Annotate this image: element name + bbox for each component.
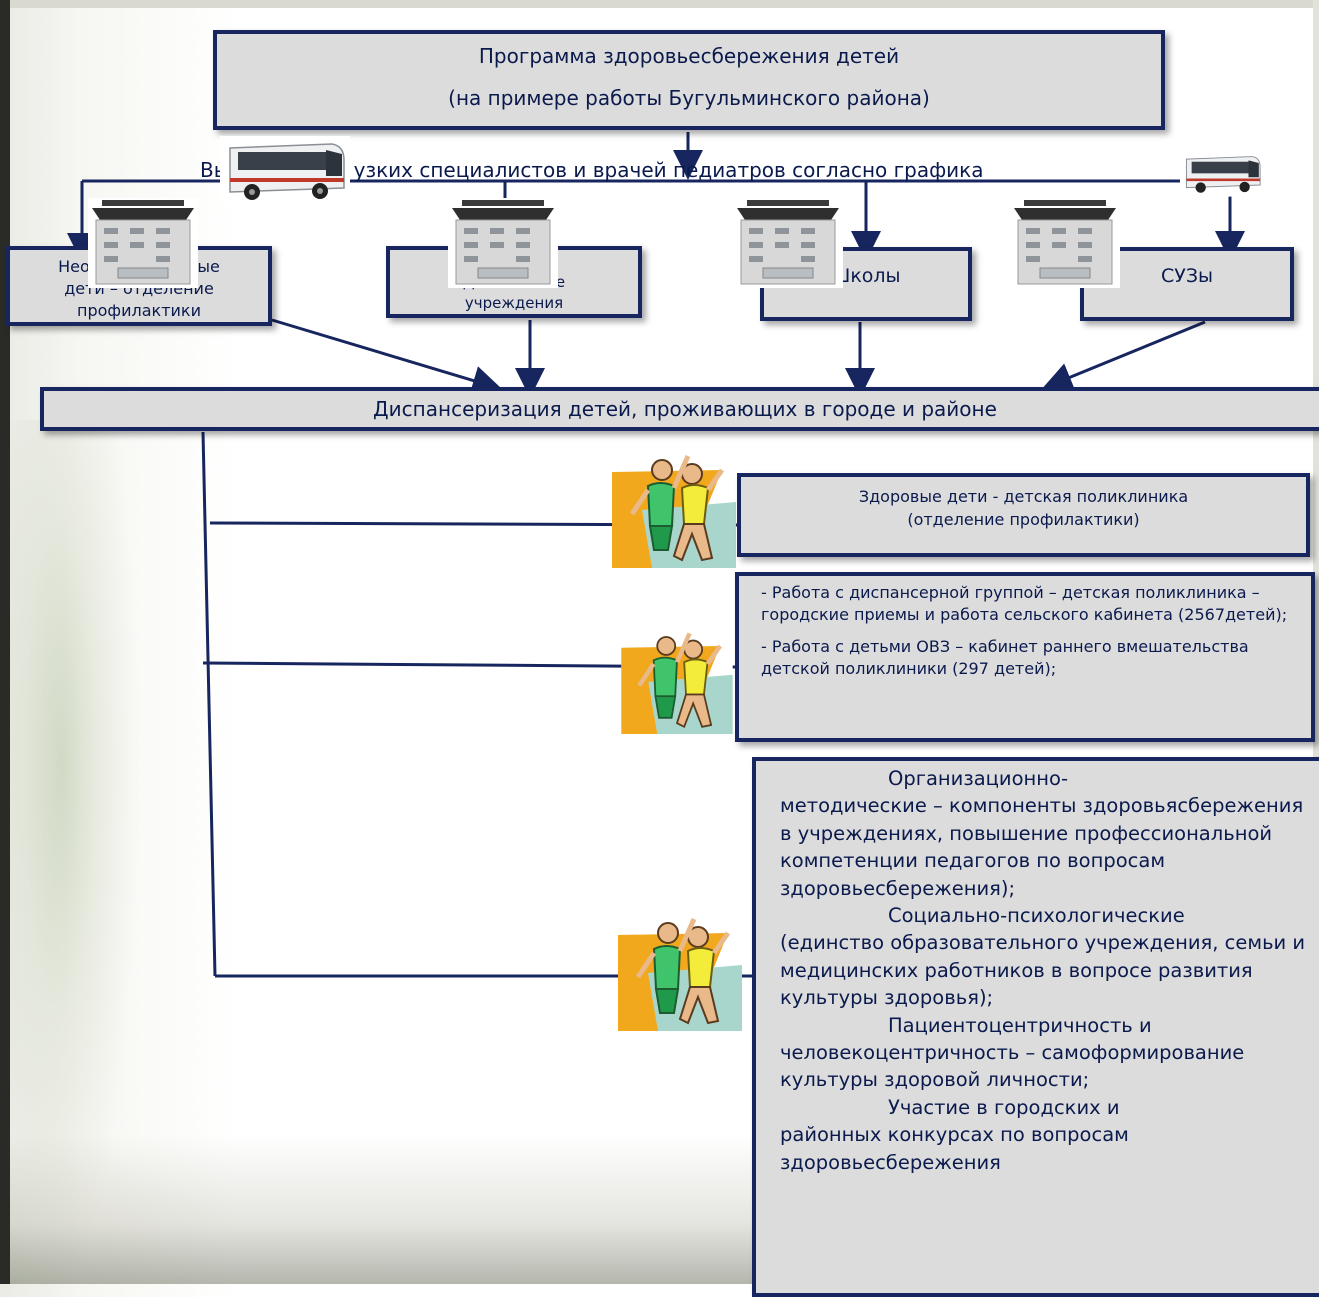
runners-icon: [621, 628, 733, 734]
component-4-head: Участие в городских и: [888, 1095, 1120, 1119]
component-4-body: районных конкурсах по вопросам здоровьес…: [780, 1123, 1129, 1174]
frame-right: [1313, 0, 1319, 1284]
frame-left: [0, 0, 10, 1284]
arrow-unorganized-to-disp: [271, 318, 503, 396]
bus-icon: [1180, 151, 1264, 197]
program-title-line1: Программа здоровьесбережения детей: [478, 44, 900, 68]
background-foliage: [10, 420, 140, 1284]
program-title-line2: (на примере работы Бугульминского района…: [448, 86, 930, 110]
route-text: Выезд бригад узких специалистов и врачей…: [200, 158, 984, 182]
result-healthy-line2: (отделение профилактики): [907, 510, 1140, 529]
frame-top: [0, 0, 1319, 8]
institution-unorganized-line3: профилактики: [77, 301, 201, 320]
component-1-body: методические – компоненты здоровьясбереж…: [780, 794, 1304, 900]
building-icon: [88, 198, 198, 288]
runners-icon: [612, 450, 736, 568]
bus-icon: [220, 136, 350, 206]
component-2-body: (единство образовательного учреждения, с…: [780, 931, 1306, 1010]
result-components: Организационно- методические – компонент…: [752, 757, 1319, 1297]
tree-trunk: [201, 431, 217, 977]
result-dispensary-item2: - Работа с детьми ОВЗ – кабинет раннего …: [761, 637, 1249, 678]
building-icon: [448, 198, 558, 288]
component-3-body: человекоцентричность – самоформирование …: [780, 1041, 1245, 1092]
result-healthy-line1: Здоровые дети - детская поликлиника: [858, 487, 1189, 506]
result-dispensary-group: - Работа с диспансерной группой – детска…: [735, 572, 1315, 742]
program-title-box: Программа здоровьесбережения детей (на п…: [213, 30, 1165, 130]
result-dispensary-item1: - Работа с диспансерной группой – детска…: [761, 583, 1288, 624]
component-2-head: Социально-психологические: [888, 904, 1185, 928]
component-3-head: Пациентоцентричность и: [888, 1013, 1152, 1037]
result-healthy-children: Здоровые дети - детская поликлиника (отд…: [737, 473, 1310, 557]
background-ground: [10, 1134, 770, 1284]
building-icon: [1010, 198, 1120, 288]
building-icon: [733, 198, 843, 288]
component-1-head: Организационно-: [888, 767, 1069, 790]
runners-icon: [618, 913, 742, 1031]
institution-preschool-line2: учреждения: [464, 294, 564, 312]
arrow-suz-to-disp: [1042, 320, 1206, 392]
dispensary-box: Диспансеризация детей, проживающих в гор…: [40, 387, 1319, 431]
